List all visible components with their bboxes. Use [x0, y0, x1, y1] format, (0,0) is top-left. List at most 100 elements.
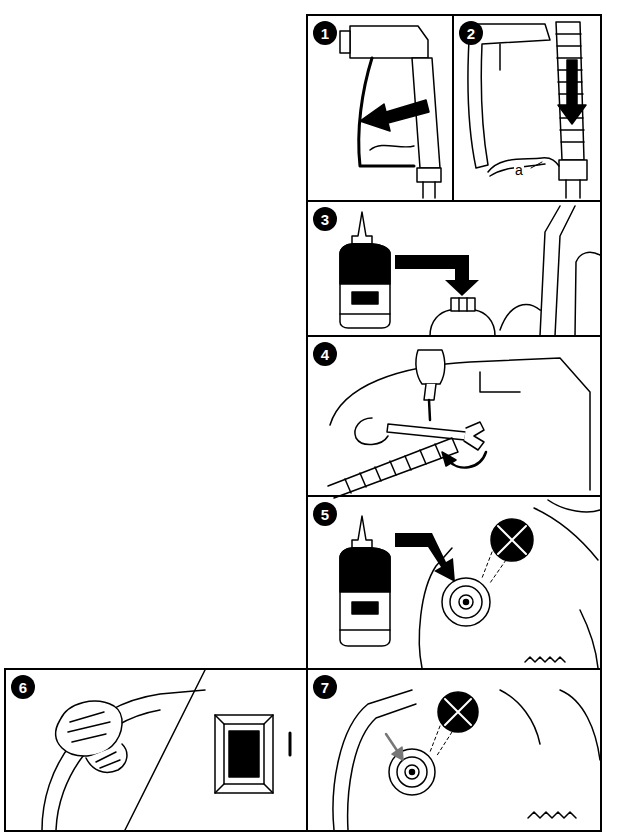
machine-housing: [560, 690, 600, 760]
spray-gun-hose: [566, 180, 580, 198]
spray-gun: [417, 168, 441, 182]
pump-fitting: [430, 310, 495, 336]
spray-gun-hose: [468, 24, 550, 168]
step-panel: 3: [306, 200, 602, 337]
machine-housing: [500, 690, 540, 744]
machine-housing: [482, 552, 506, 583]
machine-housing: [464, 600, 469, 605]
machine-housing: [534, 508, 598, 560]
machine-housing: [491, 519, 533, 561]
step-panel: 5: [306, 495, 602, 670]
spray-gun: [360, 100, 429, 131]
machine-housing: [459, 595, 473, 609]
hose-wrench: [416, 350, 445, 384]
machine-housing: [442, 578, 490, 626]
oil-bottle: [352, 516, 372, 548]
rocker-switch: [224, 724, 264, 784]
step-number: 7: [313, 675, 337, 699]
hose-wrench: [328, 438, 458, 498]
machine-housing: [498, 526, 526, 554]
spray-gun-hose: [468, 22, 587, 198]
hose-wrench: [387, 424, 466, 440]
pump-fitting: [451, 298, 475, 311]
oil-bottle: [352, 212, 372, 244]
machine-housing: [525, 657, 565, 662]
rocker-switch: [215, 715, 273, 793]
machine-housing: [410, 770, 415, 775]
pump-fitting: [430, 206, 600, 336]
step-panel: 7: [306, 668, 602, 832]
step-panel: 4: [306, 335, 602, 497]
hose-wrench: [442, 452, 456, 466]
hose-wrench: [480, 372, 520, 392]
machine-housing: [405, 765, 419, 779]
wiping-hand: [42, 690, 205, 830]
wiping-hand: [86, 744, 127, 772]
machine-housing: [580, 610, 598, 668]
spray-gun: [340, 31, 350, 53]
direction-arrow: [395, 255, 479, 296]
wiping-hand: [56, 701, 122, 756]
hose-wrench: [328, 350, 590, 498]
step-panel: 1: [306, 14, 454, 202]
direction-arrow: [392, 747, 403, 760]
spray-gun: [370, 145, 414, 150]
step-number: 5: [313, 502, 337, 526]
machine-housing: [430, 726, 452, 757]
spray-gun: [350, 26, 428, 58]
wiping-hand: [96, 752, 120, 768]
oil-bottle: [340, 244, 390, 284]
spray-gun-hose: [531, 162, 542, 168]
divider-line: [125, 670, 205, 830]
oil-bottle: [352, 602, 378, 614]
machine-housing: [438, 692, 478, 732]
pump-fitting: [459, 298, 467, 311]
oil-bottle: [340, 313, 390, 315]
step-number: 1: [313, 21, 337, 45]
rocker-switch: [215, 715, 273, 793]
step-panel: 2: [452, 14, 602, 202]
oil-bottle: [340, 212, 390, 328]
spray-gun-hose: [490, 164, 545, 176]
wiping-hand: [42, 690, 205, 830]
step-number: 6: [11, 675, 35, 699]
machine-housing: [450, 586, 482, 618]
spray-gun-hose: [499, 44, 501, 70]
machine-housing: [528, 812, 576, 818]
hose-wrench: [345, 444, 441, 493]
machine-housing: [445, 699, 471, 725]
machine-housing: [419, 500, 600, 668]
oil-bottle: [340, 548, 390, 646]
step-number: 4: [313, 342, 337, 366]
spray-gun: [423, 182, 435, 198]
rocker-switch: [229, 731, 259, 777]
direction-arrow: [386, 734, 398, 752]
oil-bottle: [340, 516, 390, 646]
oil-bottle: [340, 629, 390, 631]
hose-wrench: [429, 400, 430, 420]
part-letter: a: [514, 163, 524, 177]
machine-housing: [548, 500, 600, 512]
spray-gun-hose: [558, 60, 586, 124]
spray-gun: [340, 26, 441, 198]
pump-fitting: [500, 206, 600, 336]
machine-housing: [397, 757, 427, 787]
step-panel: 6: [4, 668, 308, 832]
direction-arrow: [395, 533, 455, 582]
hose-wrench: [464, 422, 484, 450]
step-number: 3: [313, 207, 337, 231]
hose-wrench: [355, 418, 388, 445]
oil-bottle: [340, 244, 390, 328]
hose-wrench: [424, 384, 436, 400]
wiping-hand: [68, 712, 110, 742]
rocker-switch: [289, 733, 292, 755]
step-number: 2: [459, 21, 483, 45]
rocker-switch: [215, 715, 290, 793]
oil-bottle: [352, 292, 378, 304]
direction-arrow: [386, 734, 403, 760]
oil-bottle: [340, 548, 390, 592]
machine-housing: [333, 690, 600, 830]
